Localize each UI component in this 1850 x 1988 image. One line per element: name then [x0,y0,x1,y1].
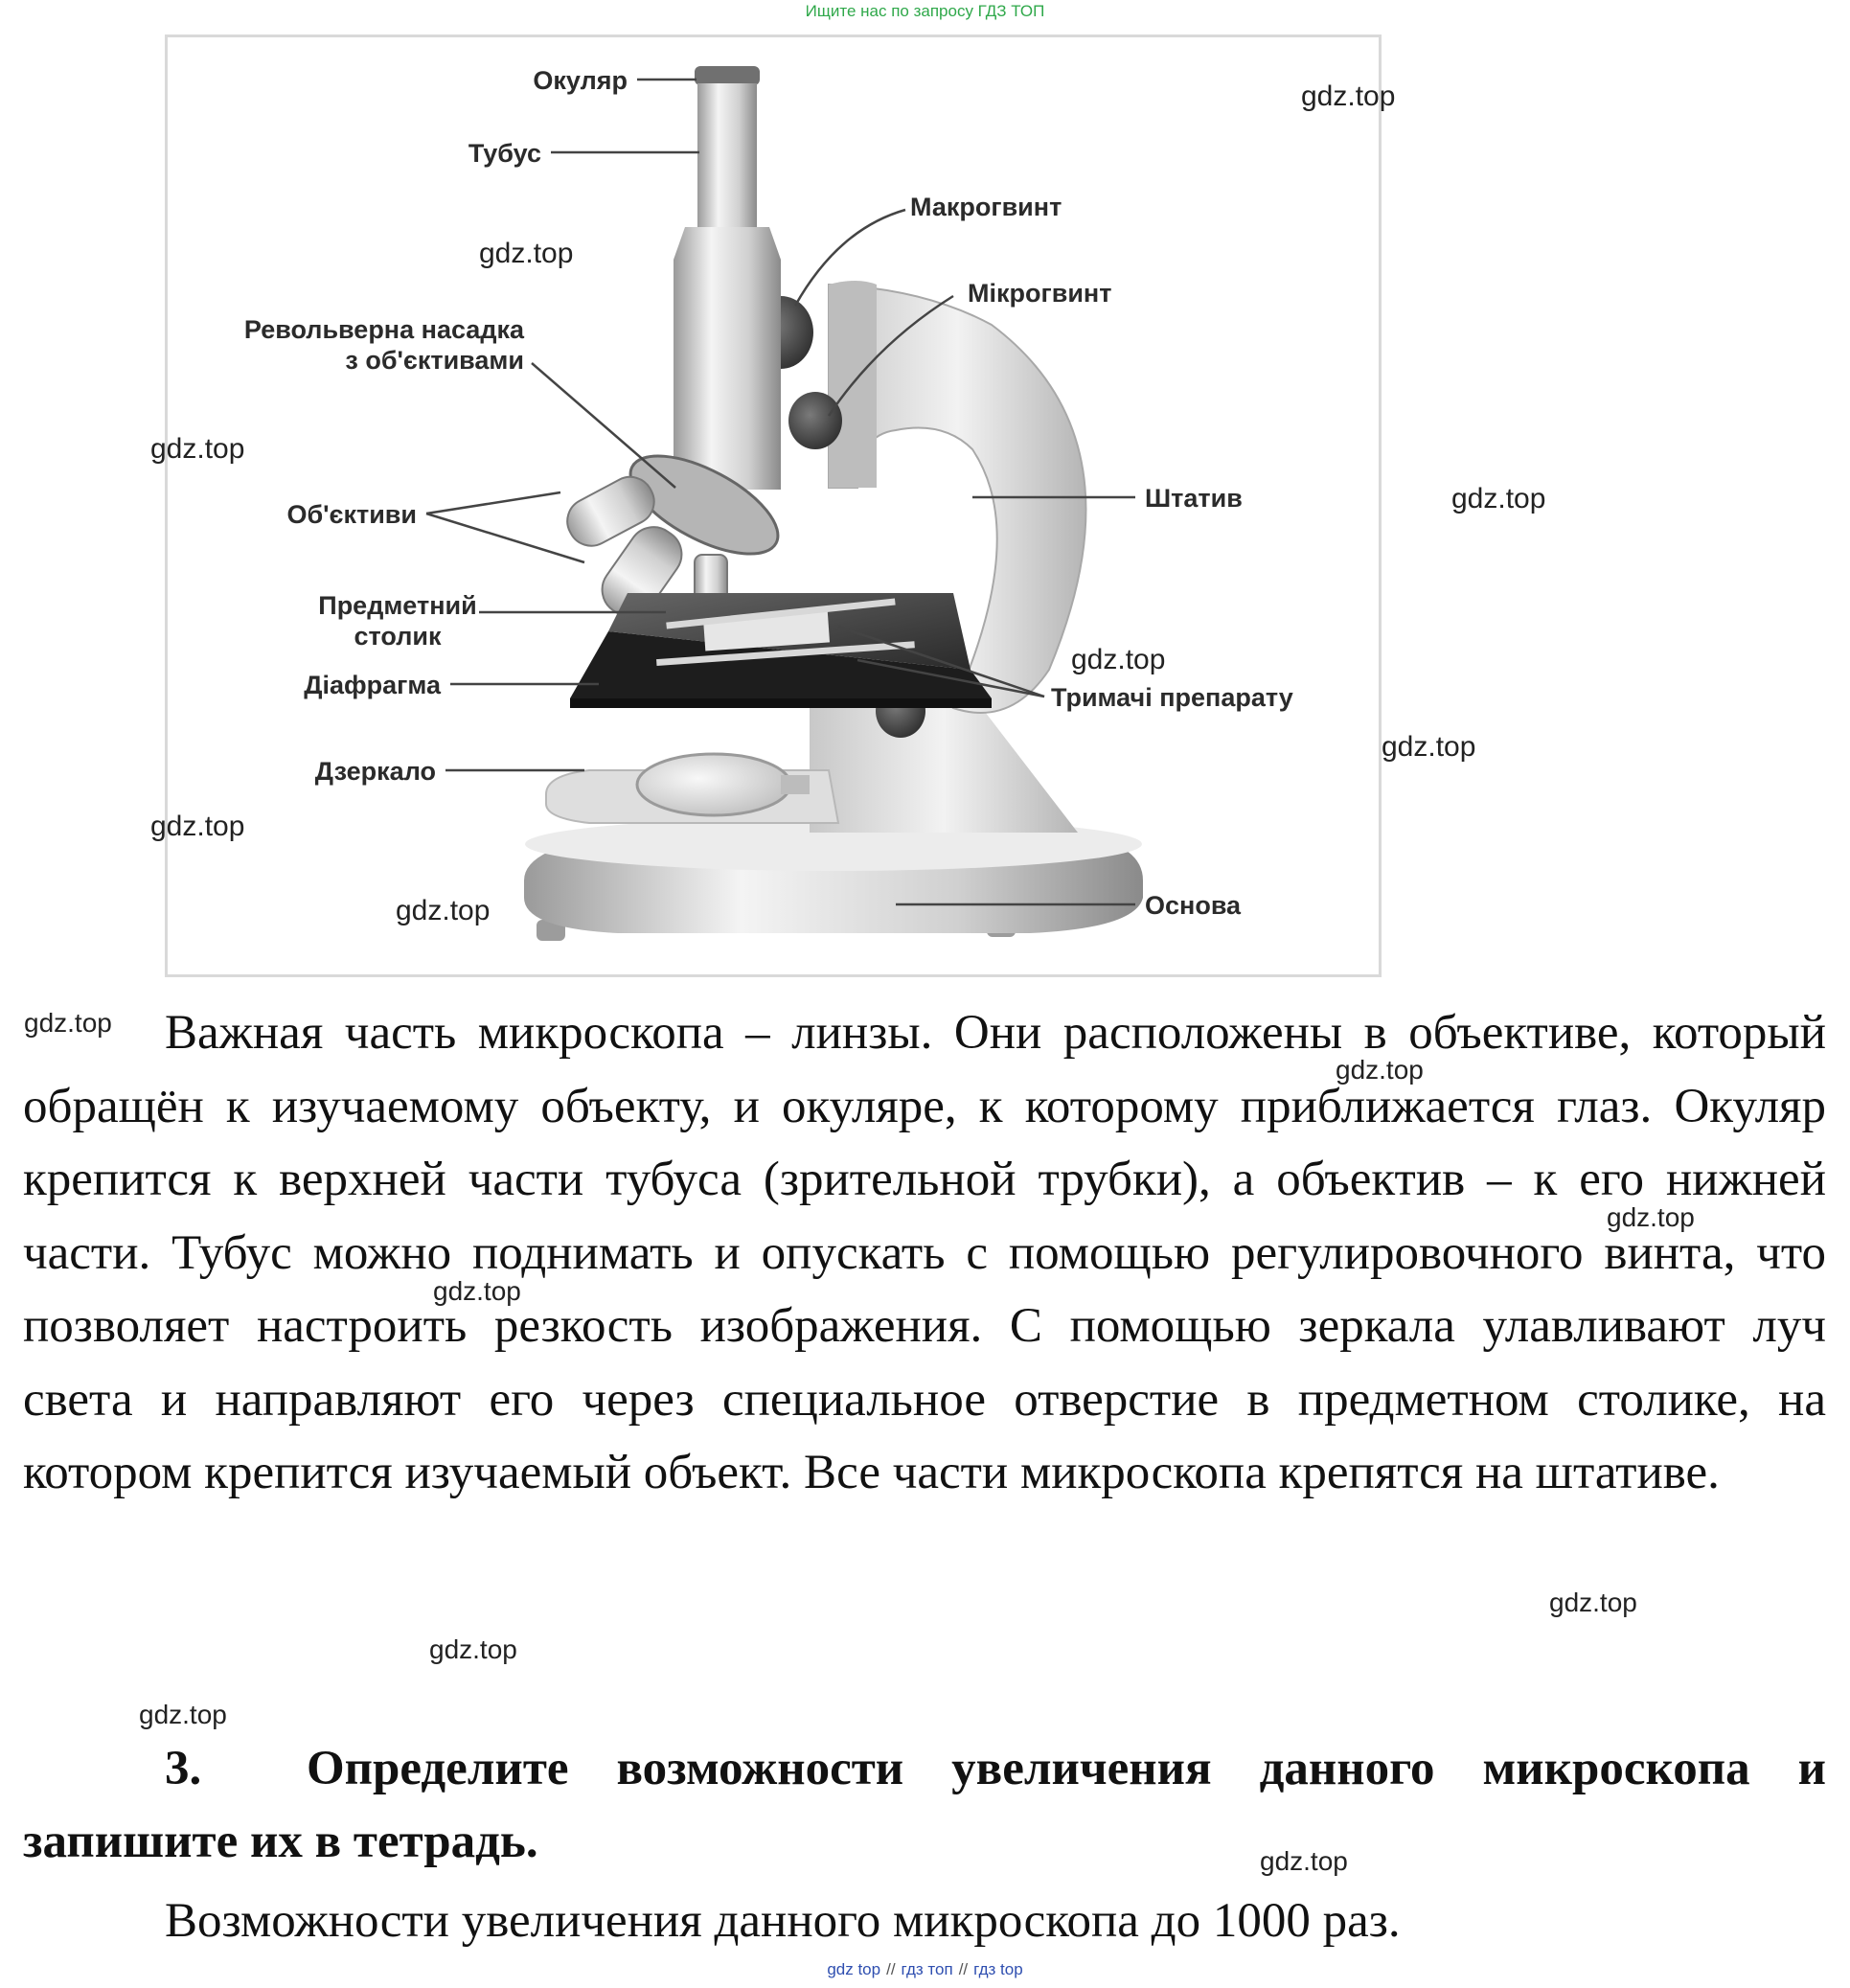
watermark: gdz.top [1607,1202,1695,1232]
label-eyepiece: Окуляр [533,66,628,95]
watermark: gdz.top [1549,1588,1637,1617]
label-stage-line2: столик [354,622,442,651]
watermark: gdz.top [1301,80,1396,112]
leader-lines [425,78,1135,906]
footer-links: gdz top//гдз топ//гдз top [827,1960,1023,1978]
watermark: gdz.top [139,1700,227,1729]
microscope-base [524,817,1143,941]
microscope-figure: Окуляр Тубус Макрогвинт Мікрогвинт Револ… [165,34,1382,977]
label-mirror: Дзеркало [315,757,436,786]
microscope-tube [674,66,781,490]
footer-link[interactable]: гдз топ [901,1960,953,1978]
watermark: gdz.top [1260,1846,1348,1876]
label-base: Основа [1145,891,1242,920]
micro-screw-knob [788,392,842,449]
search-banner: Ищите нас по запросу ГДЗ ТОП [805,2,1045,20]
label-objectives: Об'єктиви [286,500,417,529]
label-tube: Тубус [468,139,541,168]
watermark: gdz.top [433,1276,521,1306]
label-revolver-line2: з об'єктивами [345,346,524,375]
task-text: Определите возможности увеличения данног… [23,1742,1826,1868]
paragraph-microscope-parts: Важная часть микроскопа – линзы. Они рас… [23,1006,1826,1499]
watermark: gdz.top [24,1008,112,1038]
watermark: gdz.top [1071,644,1166,675]
task-answer: Возможности увеличения данного микроскоп… [165,1894,1401,1948]
microscope-stage [570,593,992,708]
task-3: 3.Определите возможности увеличения данн… [23,1732,1826,1878]
label-stand: Штатив [1145,484,1243,513]
label-stage-line1: Предметний [318,591,476,620]
microscope-mirror [635,752,810,817]
watermark: gdz.top [429,1634,517,1664]
task-number: 3. [165,1742,202,1795]
label-revolver-line1: Револьверна насадка [244,315,525,344]
watermark: gdz.top [150,433,245,465]
watermark: gdz.top [396,895,491,926]
watermark: gdz.top [1336,1055,1424,1085]
watermark: gdz.top [479,238,574,269]
label-micro-screw: Мікрогвинт [968,279,1111,308]
label-clips: Тримачі препарату [1051,683,1293,712]
footer-link[interactable]: гдз top [973,1960,1023,1978]
watermark: gdz.top [1382,731,1476,763]
footer-link[interactable]: gdz top [827,1960,881,1978]
watermark: gdz.top [1451,483,1546,514]
label-macro-screw: Макрогвинт [910,193,1062,221]
label-diaphragm: Діафрагма [304,671,442,699]
watermark: gdz.top [150,811,245,842]
microscope-illustration: Окуляр Тубус Макрогвинт Мікрогвинт Револ… [244,66,1293,941]
